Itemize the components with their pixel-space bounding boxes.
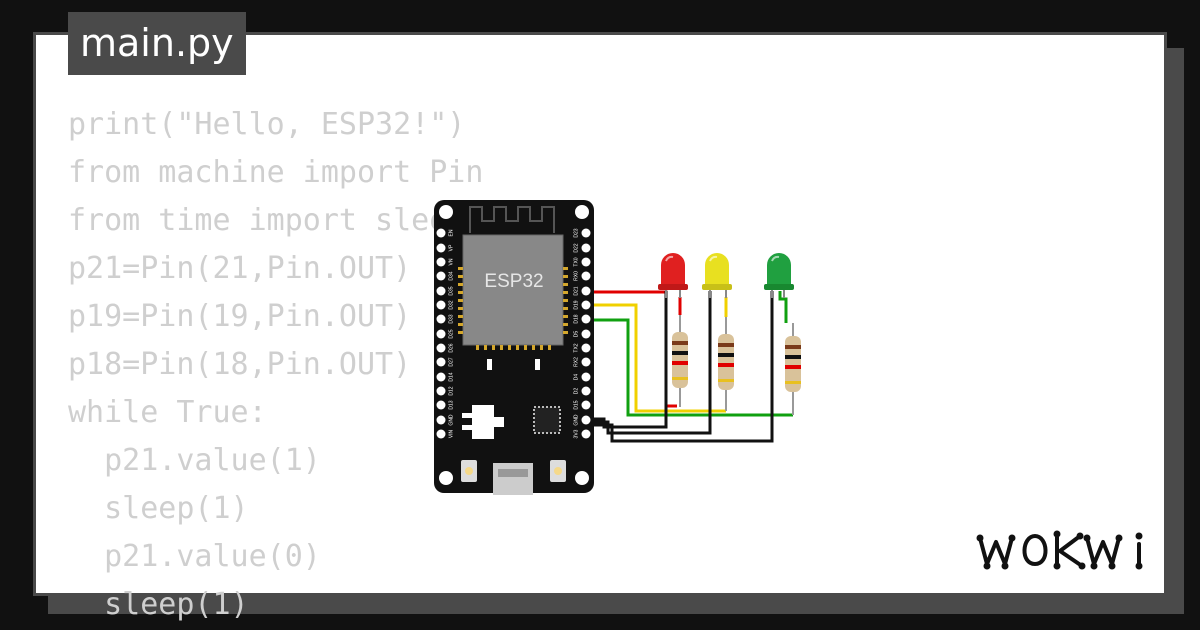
wokwi-logo — [976, 530, 1143, 570]
pin-label-left: D14 — [448, 372, 454, 381]
code-line: while True: — [68, 395, 267, 430]
code-line: p21.value(1) — [68, 443, 321, 478]
pin-label-left: GND — [448, 414, 454, 426]
pin-label-left: D25 — [448, 329, 454, 338]
code-line: from machine import Pin — [68, 155, 484, 190]
pin-label-right: D21 — [573, 286, 579, 295]
wire-ground — [588, 291, 774, 443]
code-line: sleep(1) — [68, 587, 249, 622]
pin-label-right: D19 — [573, 300, 579, 309]
pin-label-right: GND — [573, 414, 579, 426]
pin-label-right: TX0 — [573, 257, 579, 266]
pin-label-right: RX2 — [573, 357, 579, 367]
circuit-diagram: ESP32 — [434, 200, 801, 495]
pin-label-right: D4 — [573, 374, 579, 381]
pin-label-left: EN — [448, 229, 454, 236]
preview-card: print("Hello, ESP32!") from machine impor… — [33, 32, 1167, 622]
pin-label-left: D35 — [448, 286, 454, 295]
pin-label-right: D2 — [573, 388, 579, 395]
pin-label-left: VP — [448, 244, 454, 251]
yellow-led — [702, 253, 732, 298]
pin-label-right: TX2 — [573, 343, 579, 352]
code-line: sleep(1) — [68, 491, 249, 526]
code-listing: print("Hello, ESP32!") from machine impor… — [68, 101, 483, 629]
file-tab: main.py — [68, 12, 246, 75]
green-led — [764, 253, 794, 298]
pin-label-left: D13 — [448, 400, 454, 409]
pin-label-right: D18 — [573, 314, 579, 323]
code-line: p18=Pin(18,Pin.OUT) — [68, 347, 412, 382]
pin-label-left: VIN — [448, 429, 454, 438]
pin-label-right: D23 — [573, 228, 579, 237]
pin-label-right: 3V3 — [573, 429, 579, 438]
red-led — [658, 253, 688, 298]
pin-label-left: D27 — [448, 357, 454, 366]
pin-label-left: D33 — [448, 314, 454, 323]
esp32-board: ESP32 — [434, 200, 594, 495]
code-line: print("Hello, ESP32!") — [68, 107, 466, 142]
pin-label-left: D32 — [448, 300, 454, 309]
wire-yellow — [588, 297, 728, 413]
resistor — [672, 315, 688, 407]
code-line: p21=Pin(21,Pin.OUT) — [68, 251, 412, 286]
resistor — [718, 317, 734, 411]
resistor — [785, 323, 801, 415]
pin-label-right: D5 — [573, 331, 579, 338]
pin-label-left: D34 — [448, 271, 454, 280]
pin-label-right: RX0 — [573, 271, 579, 281]
wire-green — [588, 291, 793, 417]
chip-label: ESP32 — [484, 271, 543, 292]
pin-label-left: D12 — [448, 386, 454, 395]
pin-label-left: VN — [448, 258, 454, 265]
pin-label-right: D15 — [573, 400, 579, 409]
pin-label-right: D22 — [573, 243, 579, 252]
code-line: p21.value(0) — [68, 539, 321, 574]
code-line: p19=Pin(19,Pin.OUT) — [68, 299, 412, 334]
pin-label-left: D26 — [448, 343, 454, 352]
